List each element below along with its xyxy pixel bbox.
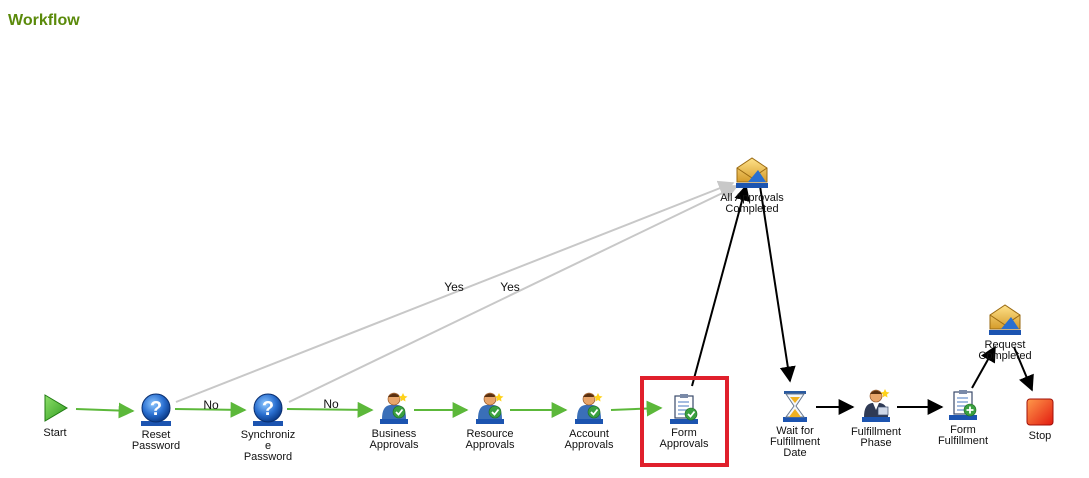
edge-all-approvals-completed-to-wait-for-fulfillment-date[interactable] bbox=[759, 185, 796, 383]
approver-icon bbox=[380, 392, 408, 424]
node-label: Password bbox=[244, 451, 292, 463]
node-label: Form bbox=[950, 424, 976, 436]
edge-line[interactable] bbox=[288, 185, 739, 403]
svg-text:?: ? bbox=[262, 398, 274, 420]
question-icon: ? bbox=[141, 393, 171, 426]
edge-account-approvals-to-form-approvals[interactable] bbox=[610, 400, 663, 417]
node-label: Approvals bbox=[370, 439, 419, 451]
node-label: Form bbox=[671, 427, 697, 439]
edge-line[interactable] bbox=[286, 401, 374, 418]
worker-icon bbox=[862, 389, 890, 422]
node-label: e bbox=[265, 440, 271, 452]
node-label: Completed bbox=[725, 203, 778, 215]
edge-line[interactable] bbox=[175, 180, 735, 403]
node-label: Password bbox=[132, 440, 180, 452]
edge-request-completed-to-stop[interactable] bbox=[1013, 346, 1034, 392]
node-label: Wait for bbox=[776, 425, 814, 437]
approver-icon bbox=[575, 392, 603, 424]
node-label: Fulfillment bbox=[770, 436, 820, 448]
node-label: Fulfillment bbox=[938, 435, 988, 447]
edge-reset-password-to-all-approvals-completed[interactable]: Yes bbox=[175, 180, 735, 403]
node-label: Reset bbox=[142, 429, 171, 441]
node-label: Approvals bbox=[565, 439, 614, 451]
envelope-icon bbox=[989, 304, 1021, 335]
edge-label: Yes bbox=[444, 280, 464, 294]
stop-icon bbox=[1026, 398, 1054, 426]
edge-line[interactable] bbox=[75, 402, 135, 419]
node-stop[interactable]: Stop bbox=[1026, 398, 1054, 442]
edge-synchronize-password-to-all-approvals-completed[interactable]: Yes bbox=[288, 185, 739, 403]
node-label: Synchroniz bbox=[241, 429, 295, 441]
approver-icon bbox=[476, 392, 504, 424]
envelope-icon bbox=[736, 157, 768, 188]
edge-start-to-reset-password[interactable] bbox=[75, 402, 135, 419]
node-label: Business bbox=[372, 428, 417, 440]
page-title: Workflow bbox=[8, 12, 80, 29]
question-icon: ? bbox=[253, 393, 283, 426]
edge-form-approvals-to-all-approvals-completed[interactable] bbox=[691, 184, 750, 387]
clipboard-check-icon bbox=[670, 394, 698, 424]
edge-line[interactable] bbox=[610, 400, 663, 417]
edge-line[interactable] bbox=[691, 184, 750, 387]
edge-label: No bbox=[203, 398, 219, 412]
node-label: Resource bbox=[466, 428, 513, 440]
node-label: All Approvals bbox=[720, 192, 784, 204]
node-label: Request bbox=[985, 339, 1026, 351]
edge-label: Yes bbox=[500, 280, 520, 294]
edge-label: No bbox=[323, 397, 339, 411]
edge-line[interactable] bbox=[174, 401, 247, 418]
node-label: Start bbox=[43, 427, 66, 439]
edge-reset-password-to-synchronize-password[interactable]: No bbox=[174, 398, 247, 418]
clipboard-plus-icon bbox=[949, 390, 977, 420]
edge-form-fulfillment-to-request-completed[interactable] bbox=[971, 345, 996, 389]
node-label: Date bbox=[783, 447, 806, 459]
node-label: Approvals bbox=[660, 438, 709, 450]
selected-node-highlight bbox=[640, 376, 729, 467]
node-start[interactable]: Start bbox=[43, 394, 68, 439]
node-label: Approvals bbox=[466, 439, 515, 451]
play-icon bbox=[44, 394, 68, 422]
node-label: Account bbox=[569, 428, 609, 440]
node-label: Stop bbox=[1029, 430, 1052, 442]
node-label: Fulfillment bbox=[851, 426, 901, 438]
svg-text:?: ? bbox=[150, 398, 162, 420]
edge-synchronize-password-to-business-approvals[interactable]: No bbox=[286, 397, 374, 418]
edge-line[interactable] bbox=[971, 345, 996, 389]
node-label: Completed bbox=[978, 350, 1031, 362]
edge-line[interactable] bbox=[759, 185, 796, 383]
hourglass-icon bbox=[783, 391, 807, 422]
node-label: Phase bbox=[860, 437, 891, 449]
edge-line[interactable] bbox=[1013, 346, 1034, 392]
